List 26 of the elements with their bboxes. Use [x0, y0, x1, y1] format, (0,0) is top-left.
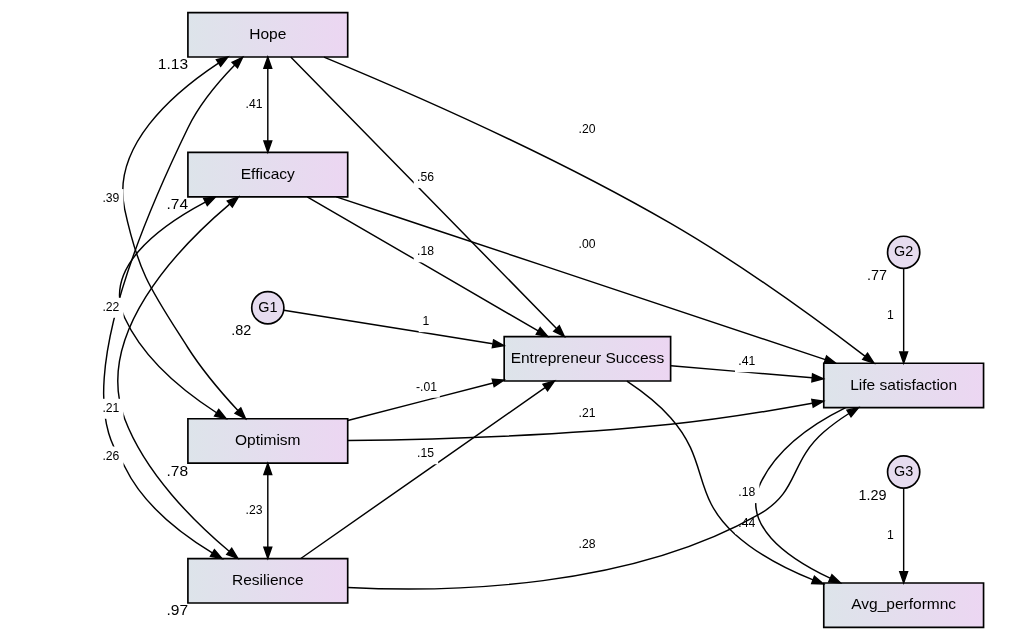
edge-label: .18 [737, 485, 755, 500]
edge-label: .18 [416, 244, 434, 259]
edge-label: .23 [245, 502, 263, 517]
edge-label: .20 [578, 122, 595, 137]
node-label: .74 [166, 195, 188, 213]
edge-label: .26 [101, 448, 119, 463]
edge-label: .22 [101, 299, 119, 314]
edge-label: .41 [737, 354, 755, 369]
edge-label: .21 [578, 406, 595, 421]
node-label: 1.29 [858, 486, 887, 503]
edge-label: 1 [422, 314, 429, 329]
edge-label: .21 [101, 400, 119, 415]
edge-label: -.01 [415, 379, 437, 394]
edge-label: .56 [416, 170, 434, 185]
edge-label: .39 [101, 191, 119, 206]
edge-label: .28 [578, 537, 595, 552]
edge-label: 1 [886, 527, 894, 542]
node-label: .77 [866, 266, 887, 283]
node-label: 1.13 [157, 55, 188, 73]
edge-label: .41 [245, 96, 263, 111]
edge-label: .15 [416, 446, 434, 461]
edge-label: 1 [886, 307, 894, 322]
edge-label: .00 [578, 236, 595, 251]
node-label: .82 [230, 322, 251, 339]
node-label: .97 [166, 601, 188, 619]
node-label: .78 [166, 461, 188, 479]
